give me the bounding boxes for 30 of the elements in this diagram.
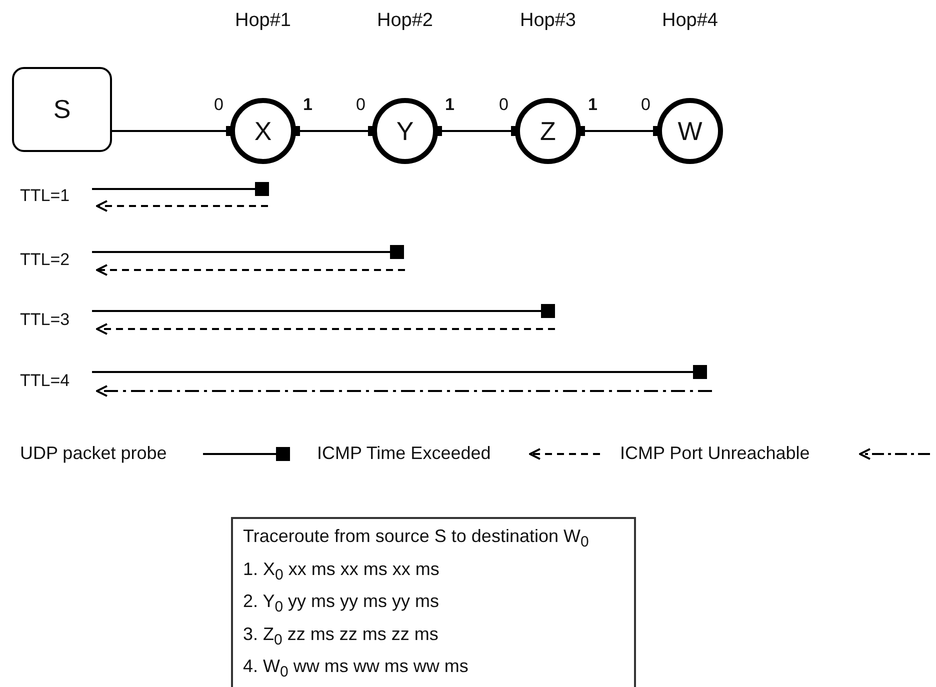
result-panel [231,517,636,687]
result-row-text: 1. X$_{0}$ xx ms xx ms xx ms [243,558,440,586]
ttl-label: TTL=4 [20,371,70,391]
port-number: 1 [303,95,312,115]
hop-label: Hop#3 [519,10,577,32]
legend-text: ICMP Time Exceeded [317,443,491,464]
node-name: W [678,116,702,146]
node-name: Y [396,116,414,146]
port-number: 0 [499,95,508,115]
panel-heading: Traceroute from source S to destination W$_{0}$ [243,525,590,553]
legend-text: UDP packet probe [20,443,167,464]
result-row-text: 4. W$_{0}$ ww ms ww ms ww ms [243,655,470,683]
ttl-label: TTL=3 [20,310,70,330]
legend-text: ICMP Port Unreachable [620,443,810,464]
node-name: S [53,94,71,125]
port-number: 0 [214,95,224,115]
node-name: Z [540,116,556,146]
hop-label: Hop#1 [234,10,292,32]
port-number: 0 [641,95,650,115]
hop-label: Hop#2 [376,10,434,32]
port-number: 1 [588,95,598,115]
ttl-label: TTL=2 [20,250,70,270]
result-row-text: 3. Z$_{0}$ zz ms zz ms zz ms [243,622,440,650]
source-box [12,67,112,152]
hop-label: Hop#4 [661,10,719,32]
ttl-label: TTL=1 [20,186,70,206]
result-row-text: 2. Y$_{0}$ yy ms yy ms yy ms [243,590,440,618]
node-name: X [254,116,272,146]
port-number: 1 [445,95,454,115]
port-number: 0 [356,95,366,115]
